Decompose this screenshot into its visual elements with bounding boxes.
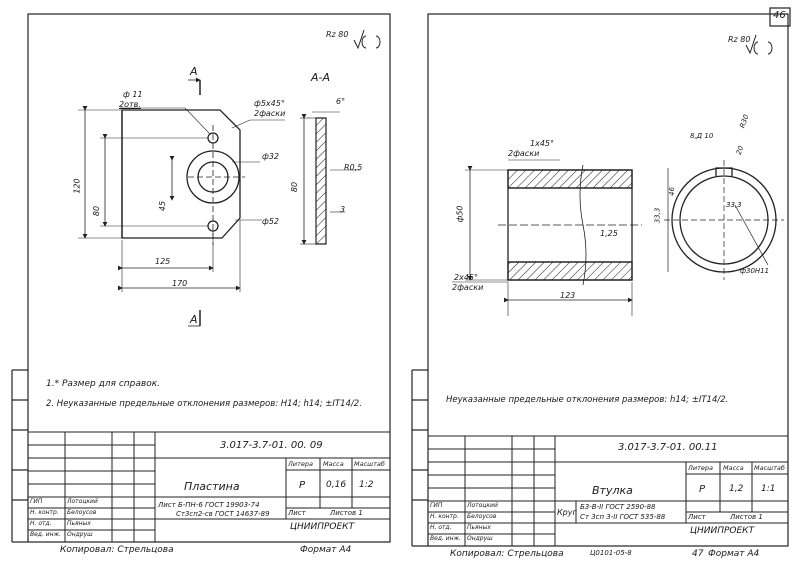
rdim-l123: 123 xyxy=(560,291,576,300)
right-sheet: Лист xyxy=(688,513,706,521)
left-copied-by: Копировал: Стрельцова xyxy=(60,545,174,555)
right-sheets: Листов 1 xyxy=(730,513,763,521)
dim-h45: 45 xyxy=(158,200,168,212)
rdim-d46: 46 xyxy=(667,187,676,196)
right-roughness: Rz 80 xyxy=(728,35,751,44)
right-role-3: Н. отд. xyxy=(430,524,452,531)
bushing-drawing xyxy=(452,159,642,316)
left-name-4: Ондруш xyxy=(67,531,93,538)
left-mass: 0,16 xyxy=(326,480,347,490)
right-role-2: Н. контр. xyxy=(430,513,459,520)
right-mass-hdr: Масса xyxy=(723,464,744,472)
left-note-1: 1.* Размер для справок. xyxy=(46,379,160,389)
dim-d32: ф32 xyxy=(262,152,280,161)
right-scale: 1:1 xyxy=(761,484,776,494)
right-note-1: Неуказанные предельные отклонения размер… xyxy=(446,395,729,405)
right-name-3: Пьяных xyxy=(467,524,491,531)
left-name-3: Пьяных xyxy=(67,520,91,527)
right-lit-hdr: Литера xyxy=(688,464,714,472)
right-part-name: Втулка xyxy=(592,484,633,497)
rdim-d30: ф30Н11 xyxy=(740,267,770,275)
right-material-prefix: Круг xyxy=(557,508,577,517)
rdim-chamfer2: 2х45° xyxy=(454,273,479,282)
rdim-w8: 8,Д 10 xyxy=(690,132,714,140)
left-material-1: Лист Б-ПН-6 ГОСТ 19903-74 xyxy=(158,501,260,509)
dim-h80: 80 xyxy=(92,205,102,217)
right-material-2: Ст 3сп 3-II ГОСТ 535-88 xyxy=(580,513,666,521)
left-roughness: Rz 80 xyxy=(326,30,349,39)
left-scale: 1:2 xyxy=(359,480,374,490)
right-role-1: ГИП xyxy=(430,502,443,509)
right-material-1: Б3-В-II ГОСТ 2590-88 xyxy=(580,503,656,511)
left-note-2: 2. Неуказанные предельные отклонения раз… xyxy=(46,399,362,409)
left-sheet: Лист xyxy=(288,509,306,517)
right-scale-hdr: Масштаб xyxy=(754,464,785,472)
left-part-name: Пластина xyxy=(184,480,240,493)
left-role-2: Н. контр. xyxy=(30,509,59,516)
left-role-1: ГИП xyxy=(30,498,43,505)
rdim-chamfer: 1х45° xyxy=(530,139,555,148)
left-org: ЦНИИПРОЕКТ xyxy=(290,522,355,532)
dim-hole: ф 11 xyxy=(123,90,143,99)
right-name-2: Белоусов xyxy=(467,513,497,520)
left-role-4: Вед. инж. xyxy=(30,531,61,538)
dim-hole-count: 2отв. xyxy=(119,100,141,109)
dim-chamfer-note: 2фаски xyxy=(254,109,286,118)
left-lit: Р xyxy=(299,480,306,491)
right-inv-no: Ц0101-05-8 xyxy=(590,549,632,557)
rdim-r12: 1,25 xyxy=(600,229,618,238)
left-scale-hdr: Масштаб xyxy=(354,460,385,468)
left-name-2: Белоусов xyxy=(67,509,97,516)
roughness-symbol-right xyxy=(745,34,773,55)
page-number-value: 46 xyxy=(773,10,786,21)
roughness-symbol-left xyxy=(353,29,381,50)
dim-w125: 125 xyxy=(155,257,171,266)
left-sheets: Листов 1 xyxy=(330,509,363,517)
right-drawing-code: 3.017-3.7-01. 00.11 xyxy=(618,442,718,453)
right-mass: 1,2 xyxy=(729,484,744,494)
rdim-chamfer2-note: 2фаски xyxy=(452,283,484,292)
right-copied-by: Копировал: Стрельцова xyxy=(450,549,564,559)
dim-angle: 6° xyxy=(336,97,346,106)
bushing-end-view xyxy=(664,160,784,280)
left-lit-hdr: Литера xyxy=(288,460,314,468)
right-name-4: Ондруш xyxy=(467,535,493,542)
left-role-3: Н. отд. xyxy=(30,520,52,527)
right-format-no: 47 xyxy=(692,549,704,559)
dim-chamfer: ф5х45° xyxy=(254,99,285,108)
left-section-mark-top: А xyxy=(190,65,198,78)
left-format: Формат А4 xyxy=(300,545,352,555)
right-title-block xyxy=(427,435,789,547)
dim-w170: 170 xyxy=(172,279,188,288)
right-format: Формат А4 xyxy=(708,549,760,559)
dim-d52: ф52 xyxy=(262,217,280,226)
left-section-mark-bottom: А xyxy=(190,313,198,326)
rdim-h33: 33,3 xyxy=(653,207,662,224)
left-material-2: Ст3сп2-св ГОСТ 14637-89 xyxy=(176,510,270,518)
left-section-label: А-А xyxy=(311,71,331,84)
right-name-1: Лотоцкий xyxy=(467,502,498,509)
rdim-d33: 33,3 xyxy=(726,201,742,209)
right-org: ЦНИИПРОЕКТ xyxy=(690,526,755,536)
left-name-1: Лотоцкий xyxy=(67,498,98,505)
rdim-chamfer-note: 2фаски xyxy=(508,149,540,158)
left-title-block xyxy=(27,431,391,543)
left-drawing-code: 3.017-3.7-01. 00. 09 xyxy=(220,440,323,451)
rdim-d50: ф50 xyxy=(455,205,465,223)
left-mass-hdr: Масса xyxy=(323,460,344,468)
dim-h120: 120 xyxy=(72,178,82,194)
dim-r05: R0,5 xyxy=(344,163,363,172)
plate-drawing xyxy=(78,77,285,327)
dim-thick80: 80 xyxy=(290,181,300,193)
section-a-a xyxy=(300,111,360,245)
dim-t3: 3 xyxy=(340,205,346,214)
right-lit: Р xyxy=(699,484,706,495)
right-role-4: Вед. инж. xyxy=(430,535,461,542)
